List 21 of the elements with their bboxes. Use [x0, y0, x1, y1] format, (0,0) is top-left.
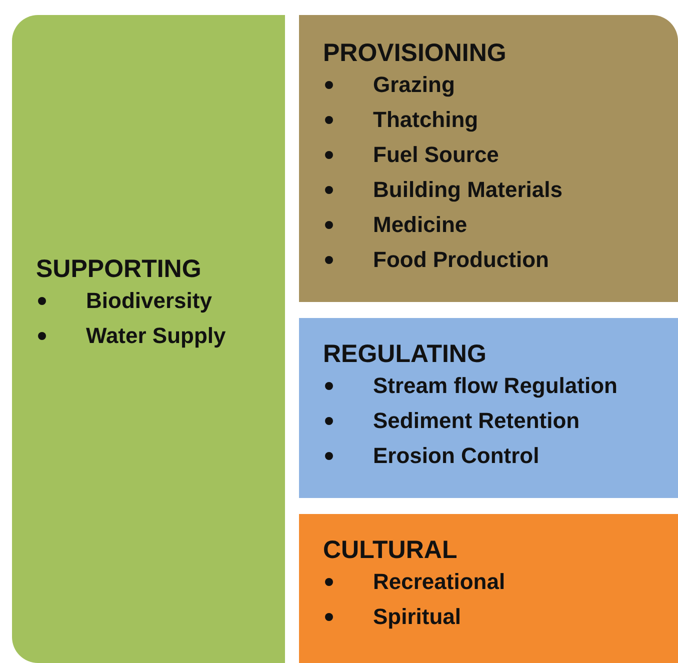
category-panel: [299, 318, 678, 498]
category-panel: [299, 15, 678, 302]
category-heading: REGULATING: [323, 340, 486, 369]
list-item: Water Supply: [86, 323, 226, 349]
list-item: Recreational: [373, 569, 506, 595]
list-item: Fuel Source: [373, 142, 499, 168]
list-item: Food Production: [373, 247, 549, 273]
list-item: Erosion Control: [373, 443, 540, 469]
list-item: Spiritual: [373, 604, 462, 630]
list-item: Grazing: [373, 72, 455, 98]
category-panel: [12, 15, 285, 663]
list-item: Thatching: [373, 107, 478, 133]
list-item: Biodiversity: [86, 288, 212, 314]
list-item: Stream flow Regulation: [373, 373, 618, 399]
list-item: Sediment Retention: [373, 408, 580, 434]
category-panel: [299, 514, 678, 663]
list-item: Building Materials: [373, 177, 562, 203]
list-item: Medicine: [373, 212, 468, 238]
category-heading: SUPPORTING: [36, 255, 202, 284]
category-heading: CULTURAL: [323, 536, 458, 565]
category-heading: PROVISIONING: [323, 39, 506, 68]
